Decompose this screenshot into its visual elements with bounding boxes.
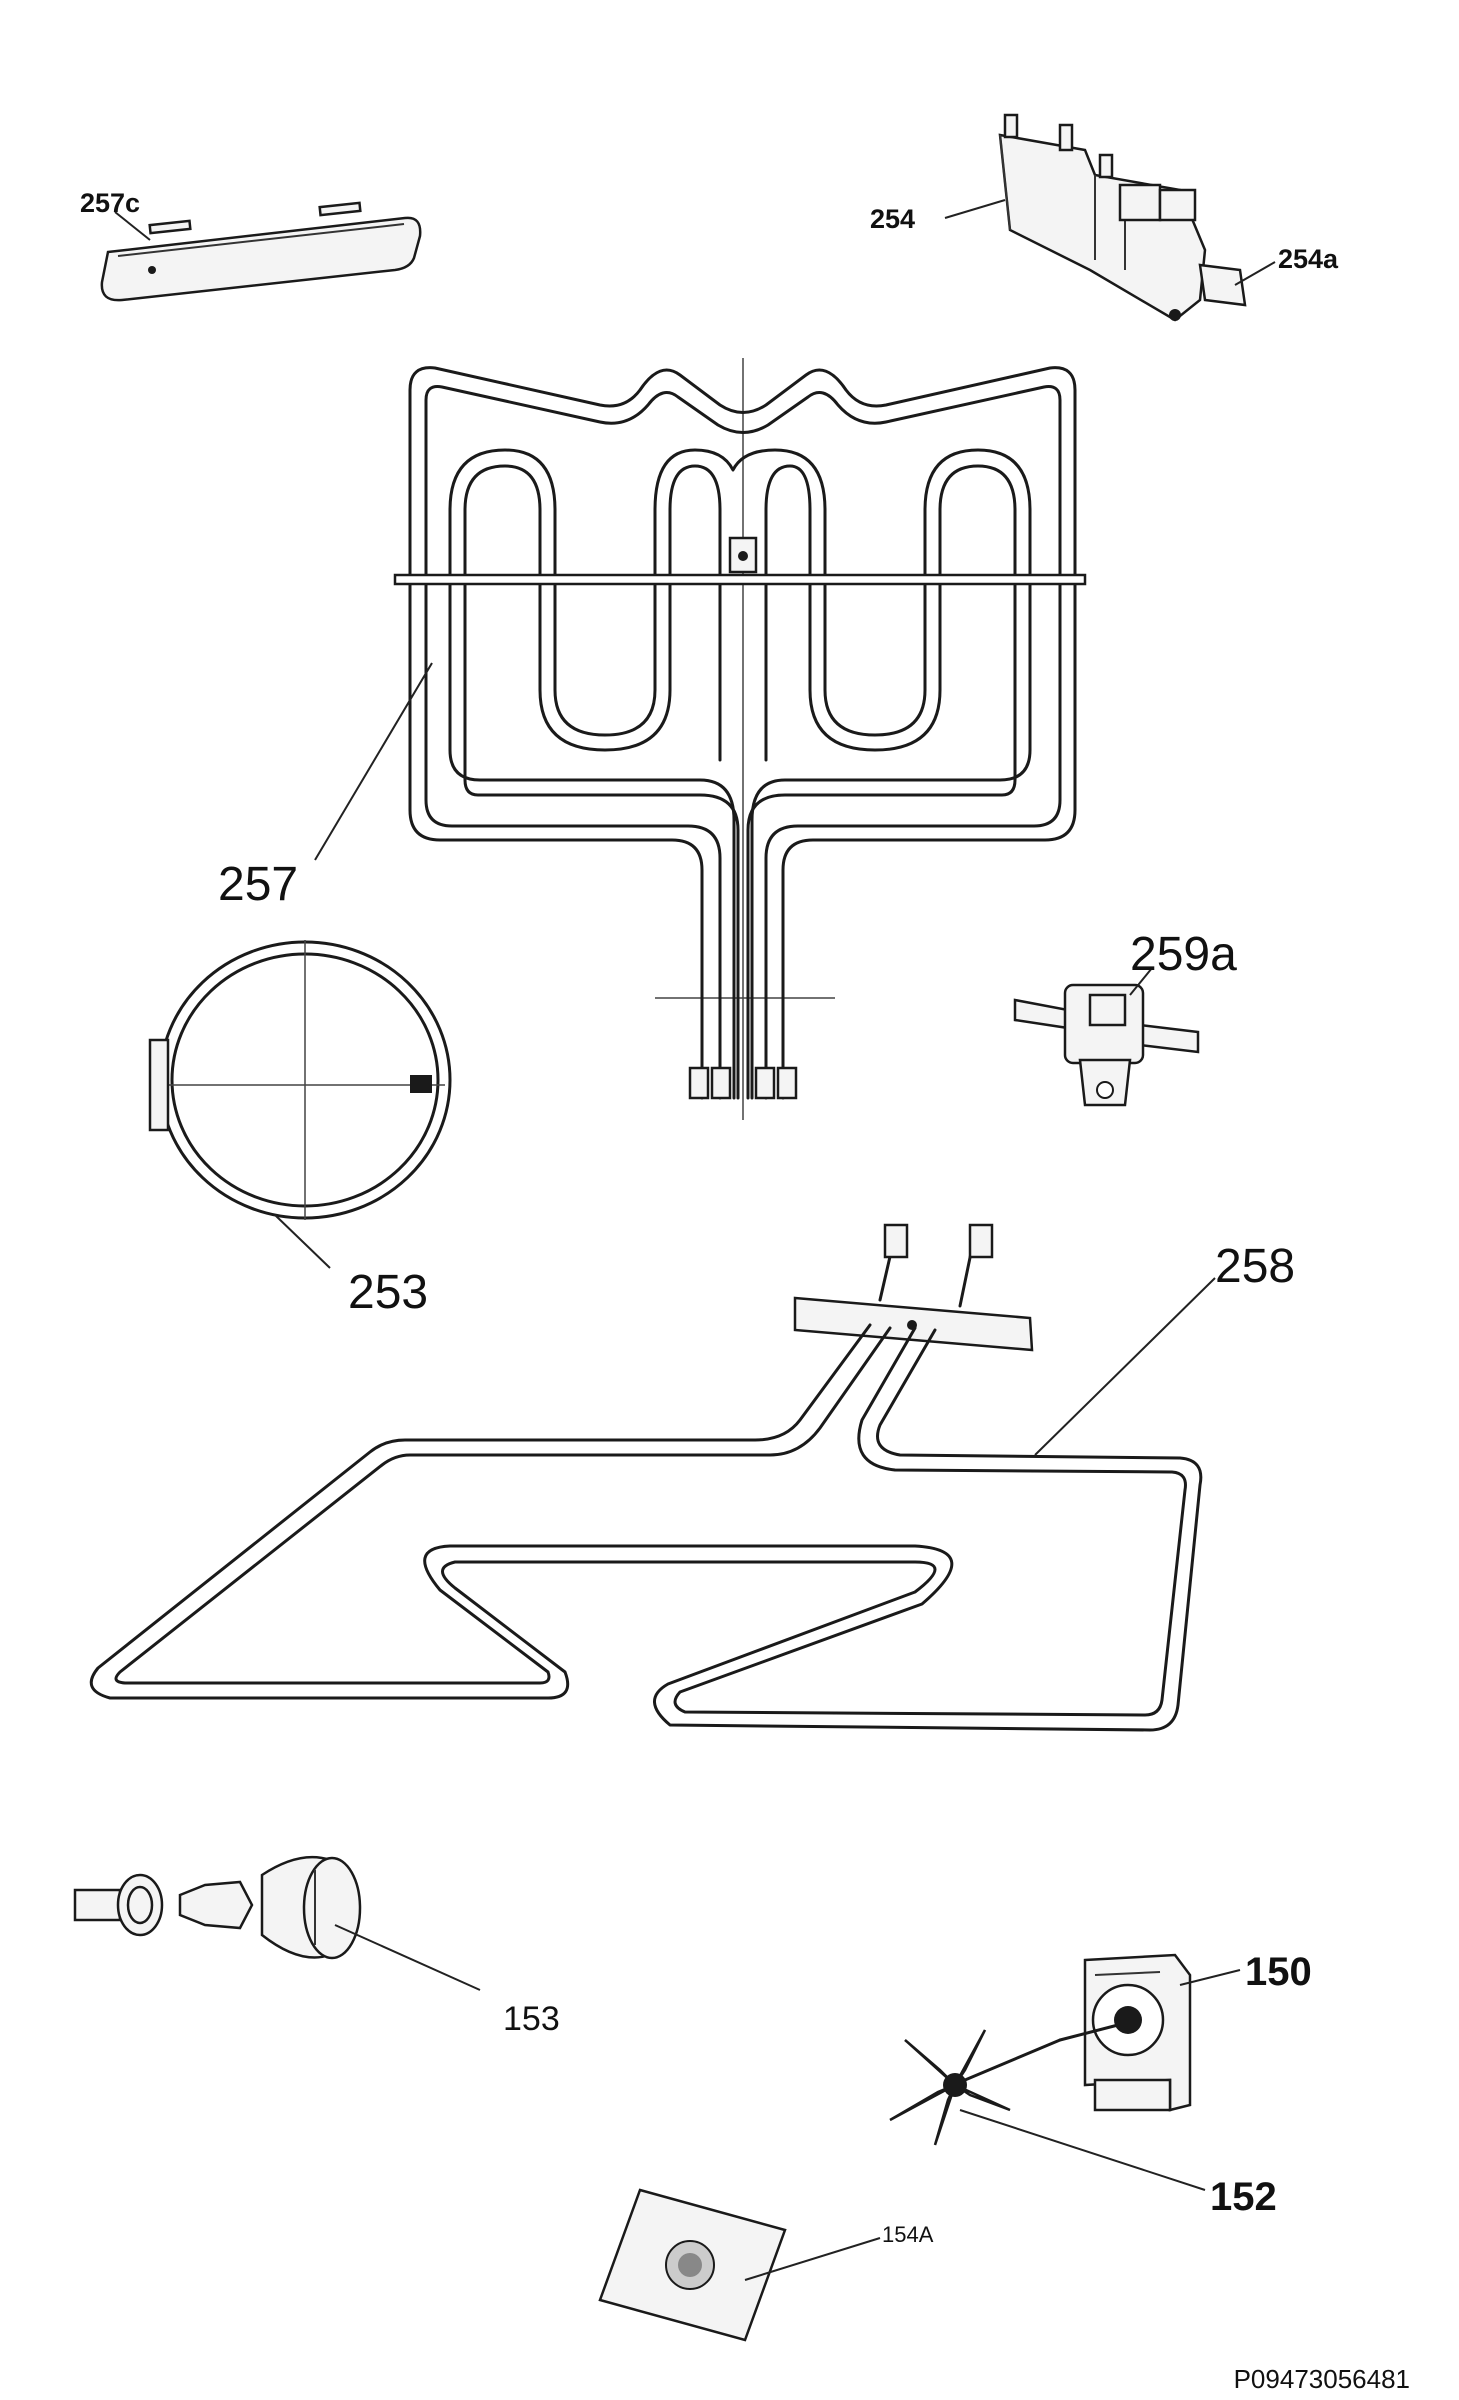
part-257c-handle <box>100 201 422 302</box>
diagram-reference-code: P09473056481 <box>1234 2364 1410 2394</box>
label-254: 254 <box>870 204 915 234</box>
part-257-grill-element <box>393 358 1087 1120</box>
part-150-fan-motor <box>1058 1953 1192 2112</box>
leader-259a <box>1129 967 1153 996</box>
leader-253 <box>274 1214 331 1269</box>
leader-258 <box>1034 1277 1216 1456</box>
leader-257c <box>114 211 151 241</box>
leader-153 <box>334 1924 481 1991</box>
part-152-fan-blade <box>889 2029 1062 2146</box>
leader-254a <box>1234 261 1276 286</box>
leader-152 <box>959 2109 1206 2191</box>
leader-150 <box>1179 1969 1241 1986</box>
label-259a: 259a <box>1130 928 1237 981</box>
label-257: 257 <box>218 858 298 911</box>
label-253: 253 <box>348 1266 428 1319</box>
part-154a-label-card <box>598 2188 787 2342</box>
label-257c: 257c <box>80 188 140 218</box>
leader-257 <box>314 662 433 861</box>
label-258: 258 <box>1215 1240 1295 1293</box>
leader-254 <box>944 199 1006 219</box>
label-254a: 254a <box>1278 244 1339 274</box>
part-254-switch-module <box>998 113 1247 322</box>
part-259a-thermostat <box>1013 983 1200 1107</box>
part-253-circular-element <box>148 940 452 1220</box>
part-258-bottom-element <box>89 1223 1203 1732</box>
part-153-lamp-assembly <box>73 1855 362 1960</box>
label-154a: 154A <box>882 2222 934 2247</box>
label-150: 150 <box>1245 1950 1312 1994</box>
label-152: 152 <box>1210 2175 1277 2219</box>
label-153: 153 <box>503 2000 560 2038</box>
leader-154a <box>744 2237 881 2281</box>
